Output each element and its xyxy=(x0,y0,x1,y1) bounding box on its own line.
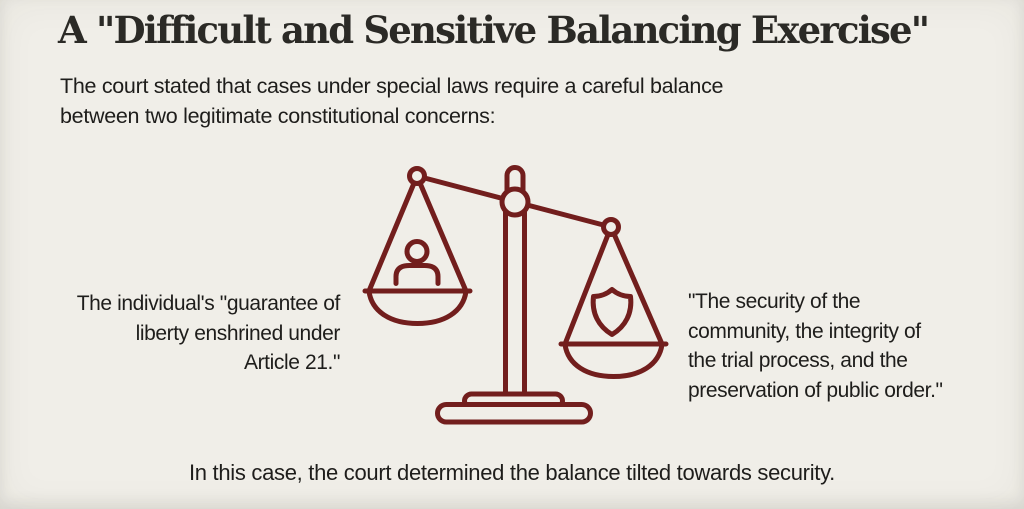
conclusion-text: In this case, the court determined the b… xyxy=(189,460,835,485)
scale-base xyxy=(435,391,593,425)
scale-hanger-circles xyxy=(407,166,621,237)
right-pan-label-line: the trial process, and the xyxy=(688,349,908,372)
page-title: A "Difficult and Sensitive Balancing Exe… xyxy=(58,8,930,52)
shield-icon xyxy=(590,287,634,337)
scale-left-pan xyxy=(362,173,473,326)
subtitle-line: The court stated that cases under specia… xyxy=(60,74,724,98)
subtitle: The court stated that cases under specia… xyxy=(60,71,724,131)
person-icon xyxy=(393,239,441,286)
right-pan-label-line: "The security of the xyxy=(688,290,861,313)
left-pan-label-line: liberty enshrined under xyxy=(135,321,341,345)
right-pan-label-line: preservation of public order." xyxy=(688,378,943,402)
left-pan-label-line: The individual's "guarantee of xyxy=(76,292,341,315)
left-pan-label: The individual's "guarantee of liberty e… xyxy=(20,289,341,378)
balance-scale-icon xyxy=(362,165,669,425)
right-pan-label-line: community, the integrity of xyxy=(688,319,921,343)
left-pan-label-line: Article 21." xyxy=(243,351,340,374)
right-pan-label: "The security of the community, the inte… xyxy=(688,287,988,405)
scale-right-pan xyxy=(558,224,669,379)
subtitle-line: between two legitimate constitutional co… xyxy=(60,104,496,128)
scale-center-post xyxy=(499,165,531,403)
